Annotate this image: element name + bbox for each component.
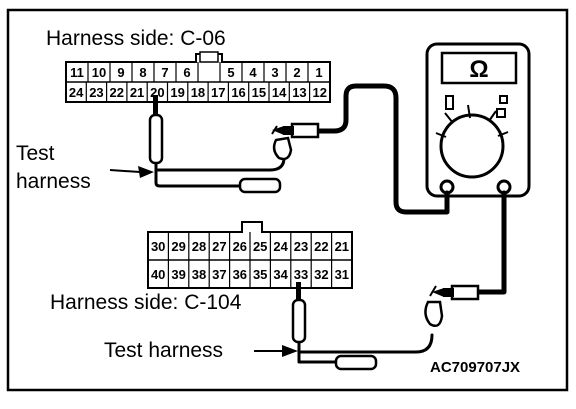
pin-label-30: 30 [151,239,165,254]
pin-label-17: 17 [211,85,225,100]
pin-label-26: 26 [233,239,247,254]
pin-label-22: 22 [110,85,124,100]
c06-title: Harness side: C-06 [46,27,226,50]
ohm-symbol: Ω [469,56,488,83]
pin-label-11: 11 [70,65,84,80]
pin-label-3: 3 [271,65,278,80]
pin-label-24: 24 [69,85,84,100]
pin-label-12: 12 [313,85,327,100]
pin-label-21: 21 [130,85,144,100]
pin-label-27: 27 [212,239,226,254]
pin-label-28: 28 [192,239,206,254]
pin-label-34: 34 [273,267,288,282]
pin-label-21: 21 [335,239,349,254]
test-harness-plug-lower [334,354,378,371]
pin-label-31: 31 [335,267,349,282]
pin-label-6: 6 [183,65,190,80]
pin-label-9: 9 [117,65,124,80]
upper-test-clip [271,122,320,161]
arrow-upper-label [109,166,154,178]
pin-label-29: 29 [171,239,185,254]
pin-label-15: 15 [252,85,266,100]
figure-frame [6,8,569,392]
pin-label-36: 36 [233,267,247,282]
figure-code: AC709707JX [430,359,520,376]
test-harness-plug-upper [238,177,282,194]
pin-label-16: 16 [231,85,245,100]
pin-label-25: 25 [253,239,267,254]
pin-label-23: 23 [294,239,308,254]
test-harness-lower-label: Test harness [104,339,223,362]
test-probe-c104 [291,282,307,344]
pin-label-32: 32 [314,267,328,282]
pin-label-35: 35 [253,267,267,282]
pin-label-24: 24 [273,239,288,254]
test-harness-upper-label-line2: harness [16,170,91,193]
arrow-lower-label [254,345,298,357]
pin-label-38: 38 [192,267,206,282]
pin-label-37: 37 [212,267,226,282]
pin-label-4: 4 [249,65,257,80]
pin-label-23: 23 [89,85,103,100]
test-probe-c06 [148,95,164,165]
pin-label-7: 7 [161,65,168,80]
selector-dial-icon [439,113,505,179]
pin-label-39: 39 [171,267,185,282]
pin-label-14: 14 [272,85,287,100]
pin-label-18: 18 [191,85,205,100]
connector-c104: 30 29 28 27 26 25 24 23 22 21 40 39 38 37 36 35 34 33 32 3… [147,221,353,289]
pin-label-1: 1 [315,65,322,80]
pin-label-40: 40 [151,267,165,282]
lower-test-clip [424,284,480,327]
pin-label-19: 19 [170,85,184,100]
pin-label-2: 2 [293,65,300,80]
pin-label-22: 22 [314,239,328,254]
pin-label-13: 13 [292,85,306,100]
pin-label-8: 8 [139,65,146,80]
pin-label-5: 5 [227,65,234,80]
multimeter: Ω [425,42,531,198]
test-harness-upper-label-line1: Test [16,142,55,165]
c104-title: Harness side: C-104 [50,291,242,314]
pin-label-33: 33 [294,267,308,282]
pin-label-10: 10 [92,65,106,80]
